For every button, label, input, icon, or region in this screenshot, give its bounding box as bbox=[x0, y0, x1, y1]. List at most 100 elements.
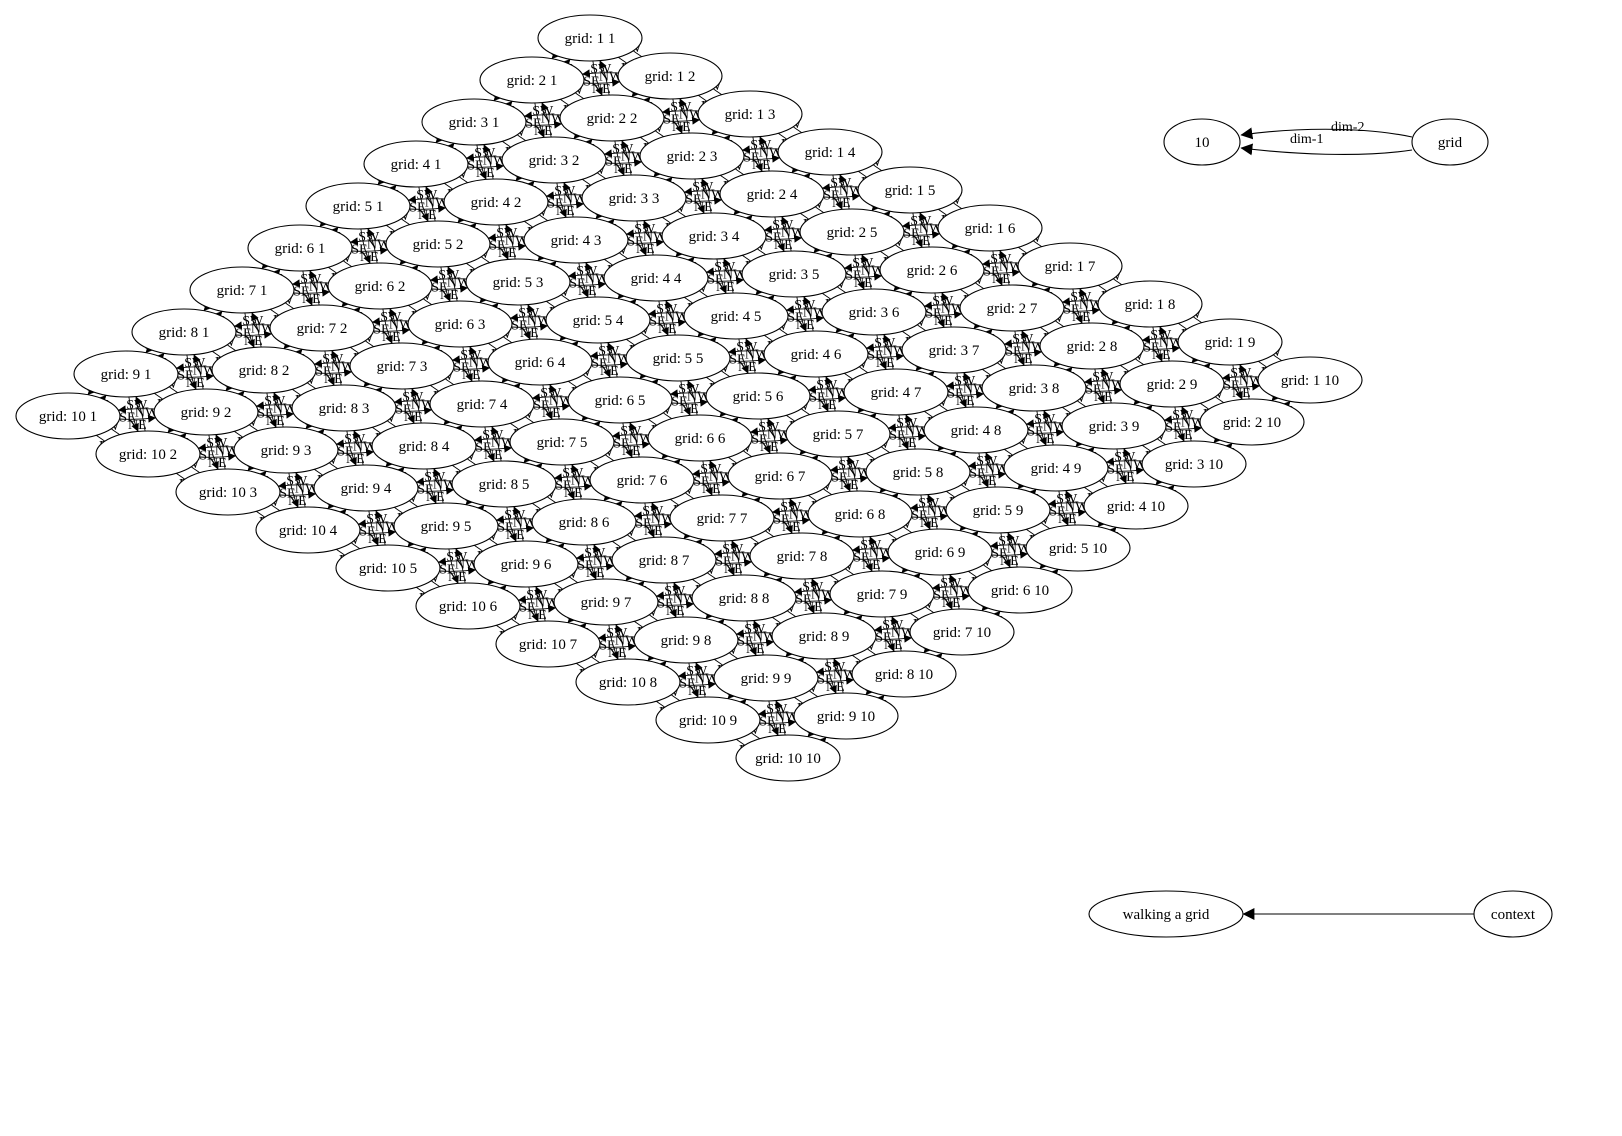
grid-edge bbox=[821, 183, 859, 192]
edge-label: NW bbox=[833, 667, 857, 682]
edge-label: NW bbox=[709, 469, 733, 484]
grid-node-label: grid: 7 5 bbox=[537, 435, 588, 451]
edge-label: NW bbox=[193, 363, 217, 378]
edge-label: NW bbox=[1181, 415, 1205, 430]
edge-label: SW bbox=[322, 352, 344, 367]
grid-edge bbox=[751, 436, 789, 445]
grid-edge bbox=[309, 270, 320, 306]
grid-node-9-7: grid: 9 7 bbox=[553, 578, 659, 626]
grid-edge bbox=[787, 314, 825, 323]
grid-node-label: grid: 5 8 bbox=[893, 465, 944, 481]
grid-node-3-5: grid: 3 5 bbox=[741, 250, 847, 298]
grid-edge bbox=[1232, 364, 1243, 400]
grid-node-6-9: grid: 6 9 bbox=[887, 528, 993, 576]
edge-label: SE bbox=[431, 281, 447, 296]
grid-edge bbox=[999, 250, 1010, 286]
edge-label: NE bbox=[418, 208, 437, 223]
grid-edge bbox=[1043, 410, 1054, 446]
grid-edge bbox=[295, 472, 306, 508]
grid-node-label: grid: 1 7 bbox=[1045, 259, 1096, 275]
edge-label: NW bbox=[505, 233, 529, 248]
edge-label: SW bbox=[446, 550, 468, 565]
edge-label: SW bbox=[344, 432, 366, 447]
edge-label: SW bbox=[532, 104, 554, 119]
grid-edge bbox=[679, 98, 690, 134]
grid-node-1-5: grid: 1 5 bbox=[857, 166, 963, 214]
edge-label: SW bbox=[1114, 450, 1136, 465]
grid-node-7-8: grid: 7 8 bbox=[749, 532, 855, 580]
edge-label: NW bbox=[701, 187, 725, 202]
grid-edge bbox=[585, 262, 596, 298]
grid-edge bbox=[983, 268, 1021, 277]
edge-label: SW bbox=[772, 218, 794, 233]
grid-edge bbox=[889, 432, 927, 441]
edge-label: NE bbox=[1000, 554, 1019, 569]
edge-label: NE bbox=[1232, 386, 1251, 401]
edge-label: SW bbox=[918, 496, 940, 511]
edge-label: SE bbox=[737, 635, 753, 650]
svg-text:grid: grid bbox=[1438, 135, 1463, 151]
grid-edge bbox=[861, 254, 872, 290]
edge-label: NE bbox=[600, 364, 619, 379]
node-ten: 10 bbox=[1163, 118, 1241, 166]
grid-edge bbox=[567, 271, 605, 280]
grid-node-label: grid: 6 4 bbox=[515, 355, 566, 371]
grid-edge bbox=[765, 234, 803, 243]
edge-label: SE bbox=[715, 555, 731, 570]
grid-node-7-2: grid: 7 2 bbox=[269, 304, 375, 352]
grid-edge bbox=[556, 182, 567, 218]
grid-edge bbox=[353, 430, 364, 466]
grid-edge bbox=[476, 144, 487, 180]
grid-edge bbox=[658, 300, 669, 336]
edge-label: NW bbox=[135, 405, 159, 420]
edge-label: NW bbox=[273, 401, 297, 416]
grid-edge bbox=[491, 426, 502, 462]
edge-label: SE bbox=[685, 193, 701, 208]
grid-edge bbox=[636, 220, 647, 256]
grid-edge bbox=[818, 376, 829, 412]
node-walking-a-grid: walking a grid bbox=[1088, 890, 1244, 938]
grid-node-3-4: grid: 3 4 bbox=[661, 212, 767, 260]
edge-label: NE bbox=[716, 280, 735, 295]
grid-edge bbox=[534, 102, 545, 138]
grid-node-label: grid: 7 2 bbox=[297, 321, 348, 337]
grid-edge bbox=[763, 225, 801, 234]
edge-label: SE bbox=[991, 547, 1007, 562]
grid-node-label: grid: 1 4 bbox=[805, 145, 856, 161]
edge-label: SW bbox=[896, 416, 918, 431]
edge-label: NE bbox=[484, 448, 503, 463]
grid-node-10-5: grid: 10 5 bbox=[335, 544, 441, 592]
grid-node-10-2: grid: 10 2 bbox=[95, 430, 201, 478]
edge-label: SW bbox=[242, 314, 264, 329]
edge-label: SW bbox=[910, 214, 932, 229]
grid-node-4-10: grid: 4 10 bbox=[1083, 482, 1189, 530]
grid-edge bbox=[629, 422, 640, 458]
grid-node-label: grid: 10 2 bbox=[119, 447, 177, 463]
grid-edge bbox=[673, 582, 684, 618]
grid-node-5-5: grid: 5 5 bbox=[625, 334, 731, 382]
grid-edge bbox=[448, 548, 459, 584]
edge-label: SE bbox=[511, 319, 527, 334]
grid-node-label: grid: 9 10 bbox=[817, 709, 875, 725]
grid-node-label: grid: 3 3 bbox=[609, 191, 660, 207]
grid-edge bbox=[277, 481, 315, 490]
grid-edge bbox=[462, 346, 473, 382]
grid-node-label: grid: 5 4 bbox=[573, 313, 624, 329]
edge-label: SE bbox=[693, 475, 709, 490]
grid-node-label: grid: 1 9 bbox=[1205, 335, 1256, 351]
edge-label: NE bbox=[752, 158, 771, 173]
edge-label: NW bbox=[447, 275, 471, 290]
grid-edge bbox=[393, 397, 431, 406]
grid-edge bbox=[771, 507, 809, 516]
edge-label: SE bbox=[591, 357, 607, 372]
grid-edge bbox=[293, 288, 331, 297]
grid-edge bbox=[360, 228, 371, 264]
grid-edge bbox=[847, 456, 858, 492]
grid-edge bbox=[1123, 448, 1134, 484]
edge-label: NE bbox=[498, 246, 517, 261]
grid-edge bbox=[1083, 377, 1121, 386]
dim-1-label: dim-1 bbox=[1290, 132, 1323, 147]
edge-label: NE bbox=[658, 322, 677, 337]
grid-edge bbox=[1058, 490, 1069, 526]
edge-label: NE bbox=[884, 638, 903, 653]
